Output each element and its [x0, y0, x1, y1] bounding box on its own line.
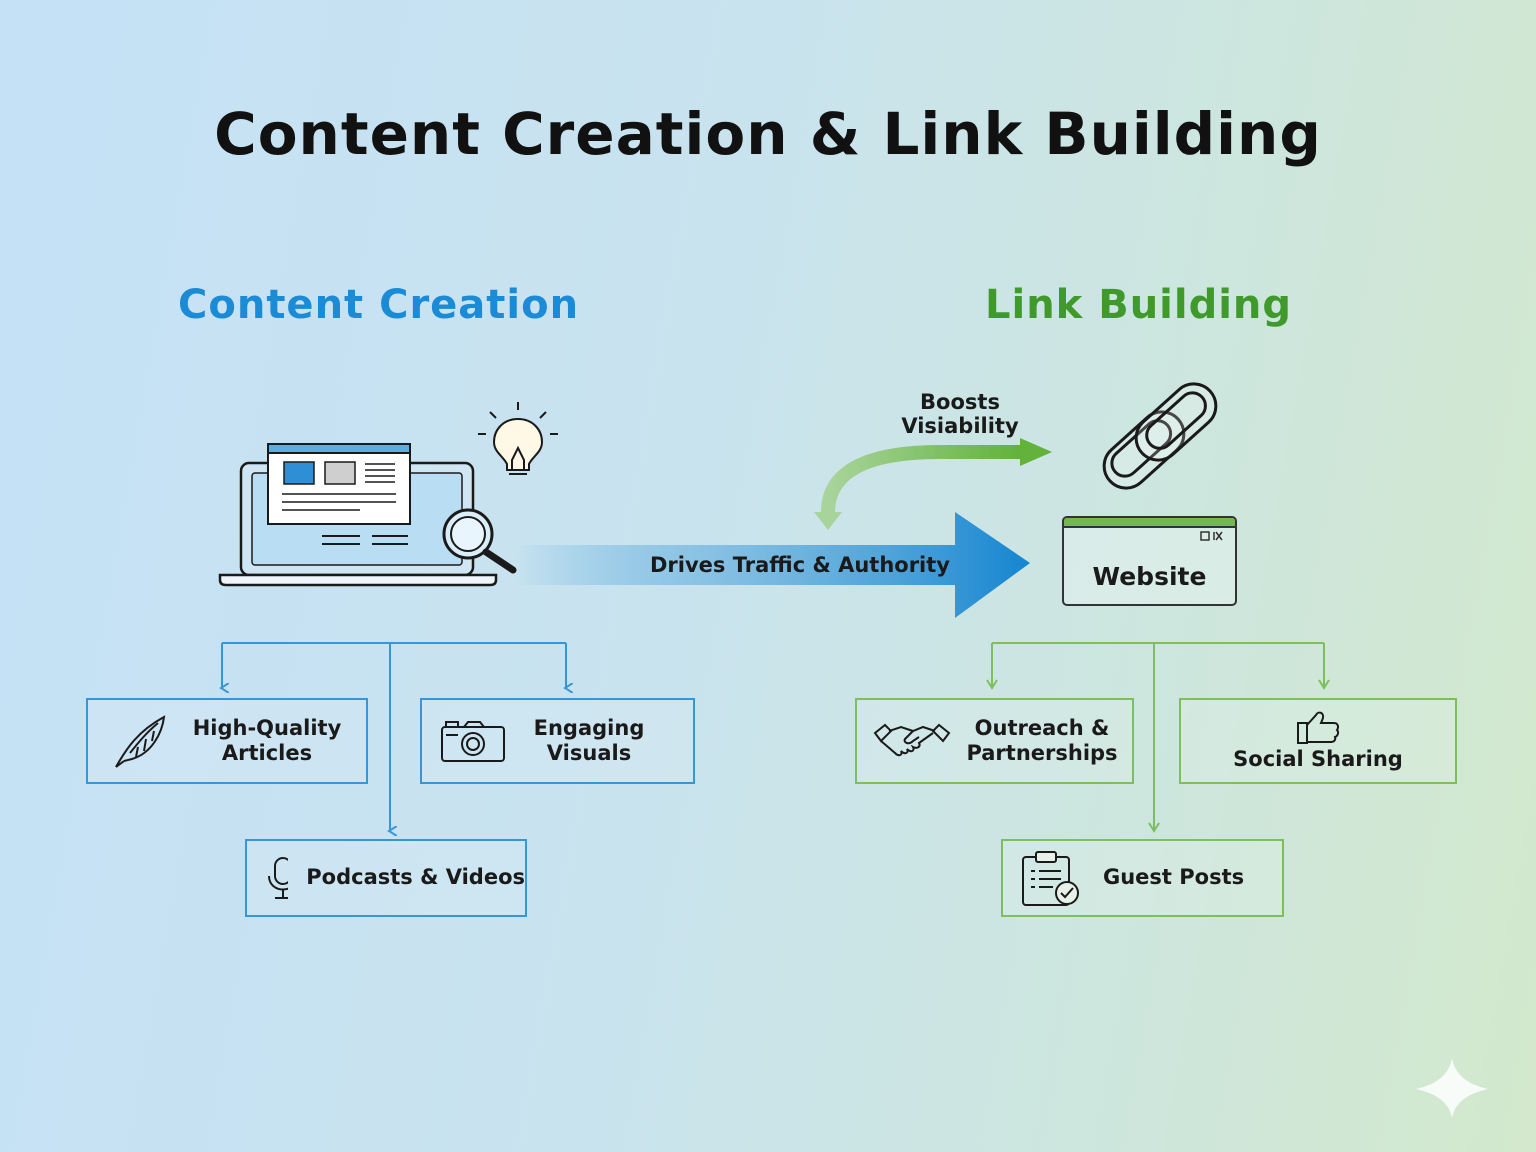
box-guest-posts: Guest Posts — [1001, 839, 1284, 917]
boost-visibility-label: Boosts Visiability — [901, 390, 1019, 439]
box-social-sharing: Social Sharing — [1179, 698, 1457, 784]
box-label: Guest Posts — [1103, 865, 1245, 890]
drives-traffic-label: Drives Traffic & Authority — [650, 553, 950, 577]
link-tree-connectors — [986, 642, 1330, 833]
boost-curved-arrow — [814, 438, 1052, 530]
box-label: Engaging Visuals — [533, 715, 645, 765]
box-label: Social Sharing — [1233, 747, 1403, 772]
feather-icon — [115, 715, 166, 768]
window-controls-icon — [1200, 531, 1223, 541]
box-label: Outreach & Partnerships — [966, 715, 1118, 765]
magnifier-icon — [442, 508, 517, 574]
box-high-quality-articles: High-Quality Articles — [86, 698, 368, 784]
box-outreach-partnerships: Outreach & Partnerships — [855, 698, 1134, 784]
website-label: Website — [1092, 562, 1207, 591]
box-podcasts-videos: Podcasts & Videos — [245, 839, 527, 917]
content-tree-connectors — [222, 642, 566, 831]
link-building-heading: Link Building — [985, 282, 1293, 328]
camera-icon — [441, 721, 505, 762]
thumbs-up-icon — [1297, 712, 1340, 745]
microphone-icon — [268, 857, 289, 899]
content-creation-heading: Content Creation — [178, 282, 580, 328]
handshake-icon — [873, 723, 951, 757]
chain-link-icon — [1102, 382, 1218, 490]
clipboard-check-icon — [1022, 851, 1079, 906]
sparkle-icon — [1416, 1058, 1488, 1118]
lightbulb-icon — [478, 402, 558, 475]
box-engaging-visuals: Engaging Visuals — [420, 698, 695, 784]
website-window: Website — [1062, 516, 1237, 606]
main-flow-arrow — [515, 512, 1030, 618]
box-label: Podcasts & Videos — [306, 865, 525, 890]
browser-page-icon — [267, 443, 411, 525]
box-label: High-Quality Articles — [192, 715, 342, 765]
page-title: Content Creation & Link Building — [214, 100, 1322, 168]
